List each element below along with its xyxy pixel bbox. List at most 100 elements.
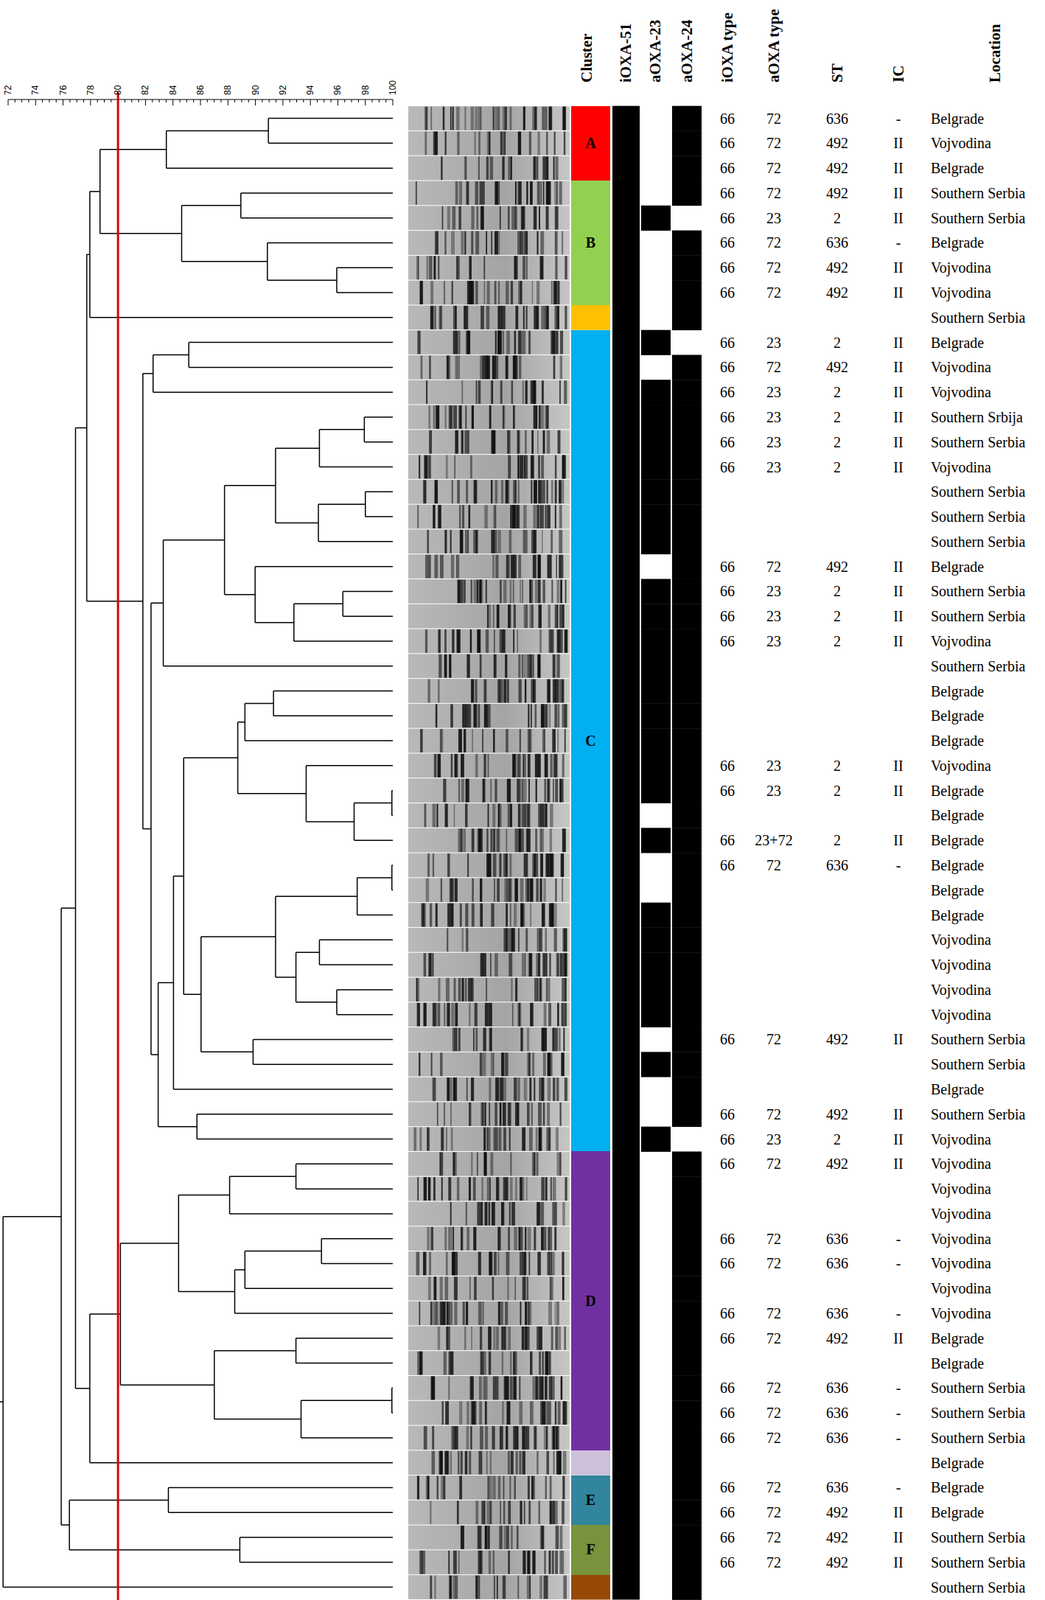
dendrogram-branch: [392, 1387, 393, 1390]
gel-lane: [408, 1350, 570, 1376]
gel-band: [418, 455, 421, 480]
gel-band: [487, 753, 490, 778]
presence-cell: [672, 254, 702, 281]
gel-band: [522, 1451, 526, 1475]
dendrogram-branch: [89, 1462, 393, 1464]
gel-band: [430, 305, 435, 330]
presence-cell: [641, 579, 671, 605]
gel-band: [437, 753, 441, 778]
gel-band: [465, 1201, 468, 1226]
gel-band: [490, 952, 492, 977]
dendrogram-branch: [158, 982, 174, 984]
dendrogram-branch: [89, 190, 101, 193]
gel-band: [497, 106, 501, 131]
gel-band: [500, 131, 503, 155]
axis-tick: [378, 99, 380, 103]
axis-tick: [165, 99, 167, 103]
table-cell: 23: [766, 1131, 782, 1147]
gel-band: [521, 654, 524, 678]
gel-band: [562, 106, 566, 131]
dendrogram-branch: [254, 565, 393, 568]
gel-band: [557, 1002, 559, 1027]
gel-lane: [408, 604, 570, 629]
gel-band: [444, 654, 448, 678]
axis-tick-label: 82: [140, 85, 150, 96]
gel-band: [533, 405, 537, 429]
gel-band: [538, 479, 542, 504]
gel-band: [522, 380, 524, 404]
gel-band: [546, 554, 549, 579]
gel-band: [466, 1400, 470, 1425]
column-header: Cluster: [579, 33, 595, 84]
gel-band: [490, 903, 494, 928]
dendrogram-branch: [321, 1263, 393, 1265]
gel-band: [441, 1301, 446, 1326]
gel-band: [470, 1375, 474, 1400]
gel-band: [442, 106, 446, 131]
gel-band: [535, 778, 538, 803]
dendrogram-branch: [142, 828, 152, 830]
gel-band: [535, 753, 538, 778]
gel-band: [496, 1176, 499, 1201]
gel-band: [490, 380, 494, 404]
gel-band: [499, 206, 502, 230]
gel-band: [504, 106, 508, 131]
gel-band: [537, 1500, 541, 1525]
gel-band: [543, 430, 546, 454]
gel-band: [502, 131, 505, 155]
gel-band: [492, 554, 495, 579]
gel-band: [564, 629, 569, 653]
gel-band: [482, 778, 486, 803]
gel-band: [546, 977, 549, 1002]
table-cell: 2: [833, 608, 841, 624]
table-cell: Southern Serbia: [930, 310, 1026, 325]
gel-band: [561, 1550, 565, 1575]
gel-band: [441, 1176, 443, 1201]
dendrogram-branch: [318, 503, 366, 505]
gel-band: [459, 828, 464, 852]
gel-band: [533, 1151, 536, 1176]
gel-band: [437, 1476, 440, 1500]
gel-band: [464, 1326, 466, 1351]
axis-tick: [69, 99, 71, 103]
gel-band: [499, 629, 502, 653]
gel-band: [526, 1276, 529, 1300]
gel-band: [553, 355, 556, 380]
gel-band: [453, 1151, 457, 1176]
gel-band: [490, 1500, 493, 1525]
presence-cell: [672, 1450, 702, 1476]
gel-band: [464, 156, 467, 180]
gel-band: [507, 804, 510, 828]
gel-band: [492, 1276, 494, 1300]
table-cell: Southern Serbia: [930, 210, 1026, 226]
dendrogram-branch: [321, 1238, 393, 1240]
table-cell: Belgrade: [930, 907, 984, 923]
gel-band: [502, 679, 505, 704]
gel-band: [547, 679, 551, 704]
gel-band: [479, 878, 482, 903]
gel-lane: [408, 1375, 570, 1401]
gel-band: [519, 1375, 522, 1400]
gel-band: [523, 778, 527, 803]
gel-band: [509, 853, 512, 877]
dendrogram-branch: [319, 466, 393, 468]
table-cell: 2: [833, 434, 841, 450]
gel-band: [549, 1351, 552, 1376]
gel-band: [434, 1276, 438, 1300]
dendrogram-branch: [318, 540, 393, 543]
cluster-band: E: [571, 1475, 611, 1526]
gel-band: [442, 206, 444, 230]
gel-band: [531, 430, 534, 454]
gel-band: [464, 430, 468, 454]
gel-band: [434, 753, 438, 778]
gel-band: [546, 504, 551, 529]
gel-band: [457, 579, 461, 604]
gel-band: [543, 804, 547, 828]
gel-band: [484, 1102, 487, 1127]
gel-band: [557, 1151, 560, 1176]
gel-band: [528, 654, 532, 678]
table-cell: 66: [720, 583, 735, 599]
table-cell: 66: [720, 384, 735, 400]
gel-band: [543, 1227, 547, 1251]
axis-tick: [254, 99, 256, 106]
